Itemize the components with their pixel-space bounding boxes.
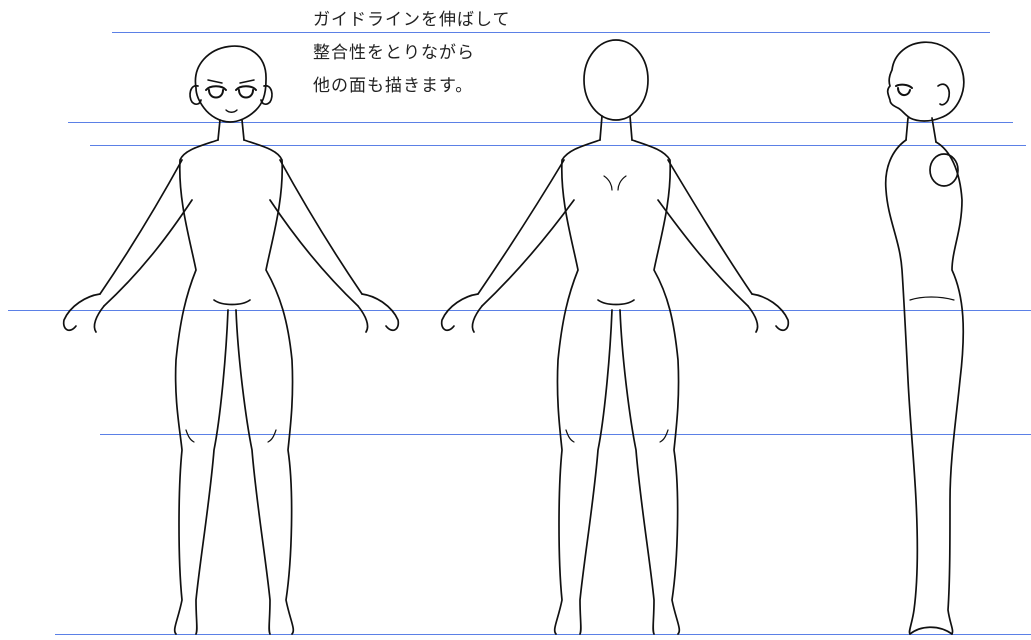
front-left-arm [99, 159, 193, 307]
back-crotch [597, 299, 635, 306]
side-foot [909, 626, 953, 635]
guide-line-feet [55, 634, 1031, 635]
back-left-arm [477, 159, 575, 307]
guide-line-shoulder [90, 145, 1026, 146]
front-left-hand [62, 293, 105, 333]
front-right-eye [235, 85, 257, 99]
back-shoulder-blades [603, 175, 627, 191]
front-body-left [173, 139, 219, 635]
back-knees [565, 429, 669, 443]
front-crotch [213, 299, 251, 306]
front-body-right [243, 139, 295, 635]
front-right-arm [269, 159, 363, 307]
front-knees [185, 429, 277, 443]
front-inner-leg-right [235, 309, 271, 635]
guide-line-chin [68, 122, 1013, 123]
caption-line-3: 他の面も描きます。 [313, 76, 474, 96]
guide-line-head-top [112, 32, 990, 33]
back-head-outline [583, 39, 649, 121]
side-ear [937, 83, 951, 106]
side-head-outline [886, 41, 965, 122]
front-left-eyebrow [207, 79, 223, 84]
side-hip-line [909, 296, 955, 301]
back-body-left [553, 139, 601, 635]
front-left-ear [189, 85, 202, 106]
back-right-arm [657, 159, 753, 307]
back-neck [599, 115, 633, 141]
front-left-eye [205, 85, 227, 99]
guide-line-crotch [8, 310, 1031, 311]
front-right-eyebrow [239, 79, 255, 84]
front-head-outline [194, 45, 267, 123]
side-shoulder [929, 153, 959, 187]
instruction-caption: ガイドラインを伸ばして 整合性をとりながら 他の面も描きます。 [313, 4, 511, 103]
caption-line-2: 整合性をとりながら [313, 43, 475, 63]
caption-line-1: ガイドラインを伸ばして [313, 10, 511, 30]
side-eye [895, 83, 913, 96]
front-mouth [225, 109, 238, 113]
side-body-back [935, 141, 965, 635]
front-right-hand [357, 293, 400, 333]
guide-line-knee [100, 434, 1031, 435]
back-left-hand [440, 293, 483, 333]
front-right-ear [260, 85, 273, 106]
back-inner-leg-left [579, 309, 613, 635]
front-neck [217, 119, 245, 141]
side-body-front [884, 139, 919, 635]
side-neck [905, 117, 937, 143]
back-right-hand [747, 293, 790, 333]
back-body-right [631, 139, 681, 635]
back-inner-leg-right [619, 309, 655, 635]
front-inner-leg-left [195, 309, 229, 635]
